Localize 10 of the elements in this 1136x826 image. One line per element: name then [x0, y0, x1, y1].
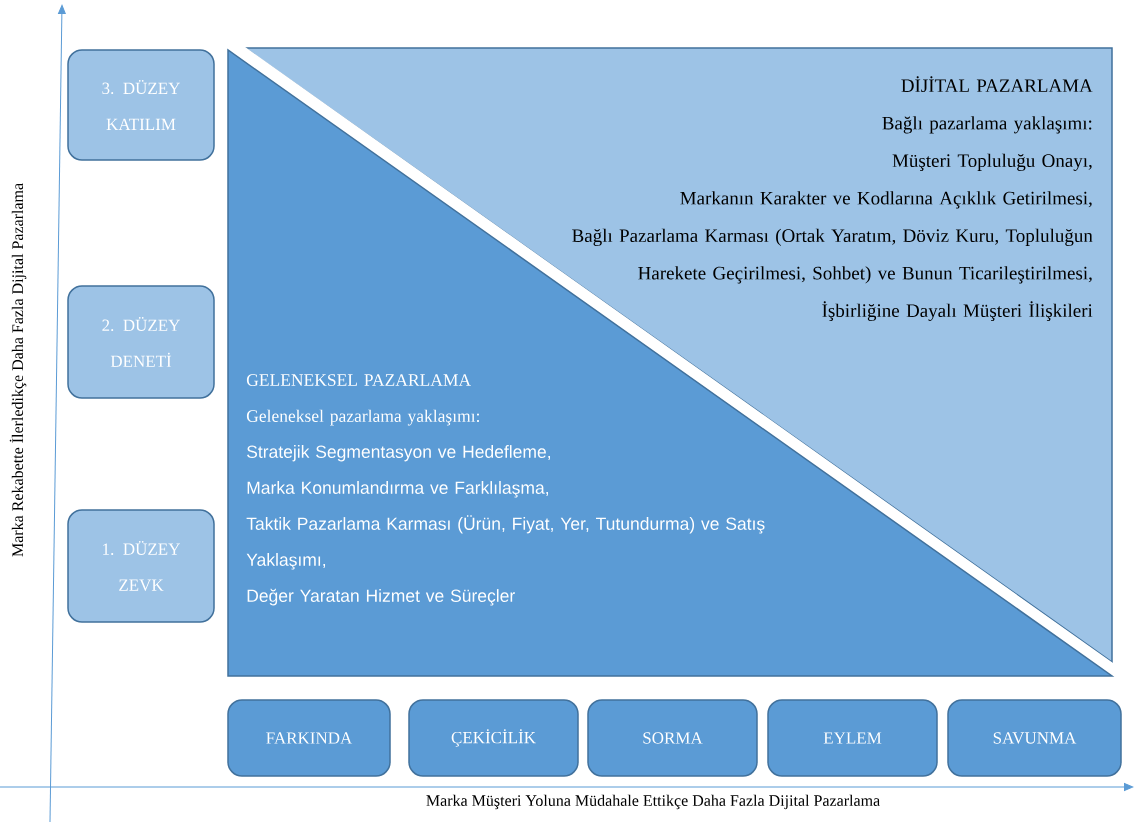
rounded-box: 2. DÜZEY DENETİ: [67, 285, 215, 399]
axis-label: Marka Müşteri Yoluna Müdahale Ettikçe Daha Fazla Dijital Pazarlama: [426, 794, 880, 810]
rounded-box: ÇEKİCİLİK: [408, 699, 579, 777]
rounded-box: 3. DÜZEY KATILIM: [67, 49, 215, 161]
rounded-box: FARKINDA: [227, 699, 391, 777]
rounded-box: SAVUNMA: [947, 699, 1122, 777]
rounded-box: 1. DÜZEY ZEVK: [67, 509, 215, 623]
rounded-box: SORMA: [587, 699, 758, 777]
axis-label: Marka Rekabette İlerledikçe Daha Fazla Dijital Pazarlama: [9, 183, 27, 557]
rounded-box: EYLEM: [767, 699, 938, 777]
